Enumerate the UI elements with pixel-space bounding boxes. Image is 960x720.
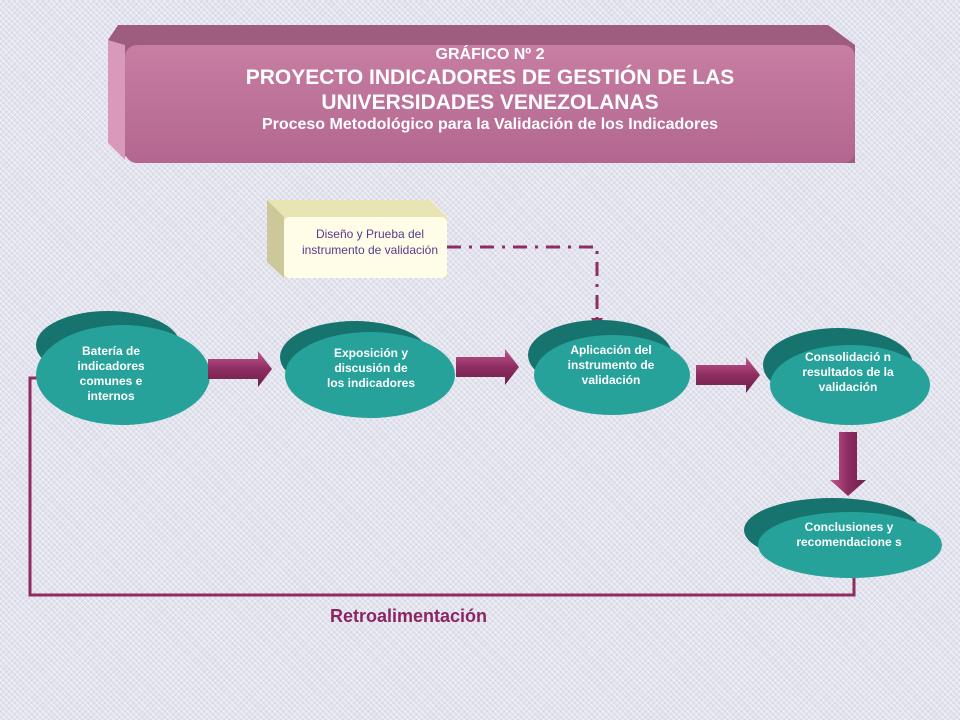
arrow-2-3 [456, 349, 519, 385]
project-title-line2: UNIVERSIDADES VENEZOLANAS [321, 91, 659, 114]
feedback-loop [28, 376, 856, 597]
step-label-5: Conclusiones y recomendacione s [796, 520, 902, 549]
design-box [267, 200, 447, 278]
step-label-1: Batería de indicadores comunes e interno… [77, 344, 145, 403]
project-title-line1: PROYECTO INDICADORES DE GESTIÓN DE LAS [245, 66, 735, 89]
arrow-4-5 [830, 432, 866, 496]
step-shape-2 [280, 321, 455, 418]
feedback-label: Retroalimentación [330, 606, 488, 626]
step-shape-3 [528, 320, 690, 415]
step-label-3: Aplicación del instrumento de validación [567, 343, 655, 387]
title-block: GRÁFICO Nº 2 PROYECTO INDICADORES DE GES… [125, 45, 855, 135]
subtitle: Proceso Metodológico para la Validación … [261, 116, 719, 133]
step-label-4: Consolidació n resultados de la validaci… [802, 350, 894, 394]
title-banner [108, 25, 855, 163]
step-shape-1 [36, 311, 210, 425]
chart-number: GRÁFICO Nº 2 [435, 46, 545, 63]
design-box-label: Diseño y Prueba del instrumento de valid… [301, 227, 439, 257]
arrow-1-2 [208, 351, 272, 387]
step-shape-5 [744, 498, 942, 578]
arrow-3-4 [696, 357, 760, 393]
dashed-connector [447, 245, 599, 320]
step-label-2: Exposición y discusión de los indicadore… [326, 346, 416, 390]
step-shape-4 [763, 328, 930, 425]
